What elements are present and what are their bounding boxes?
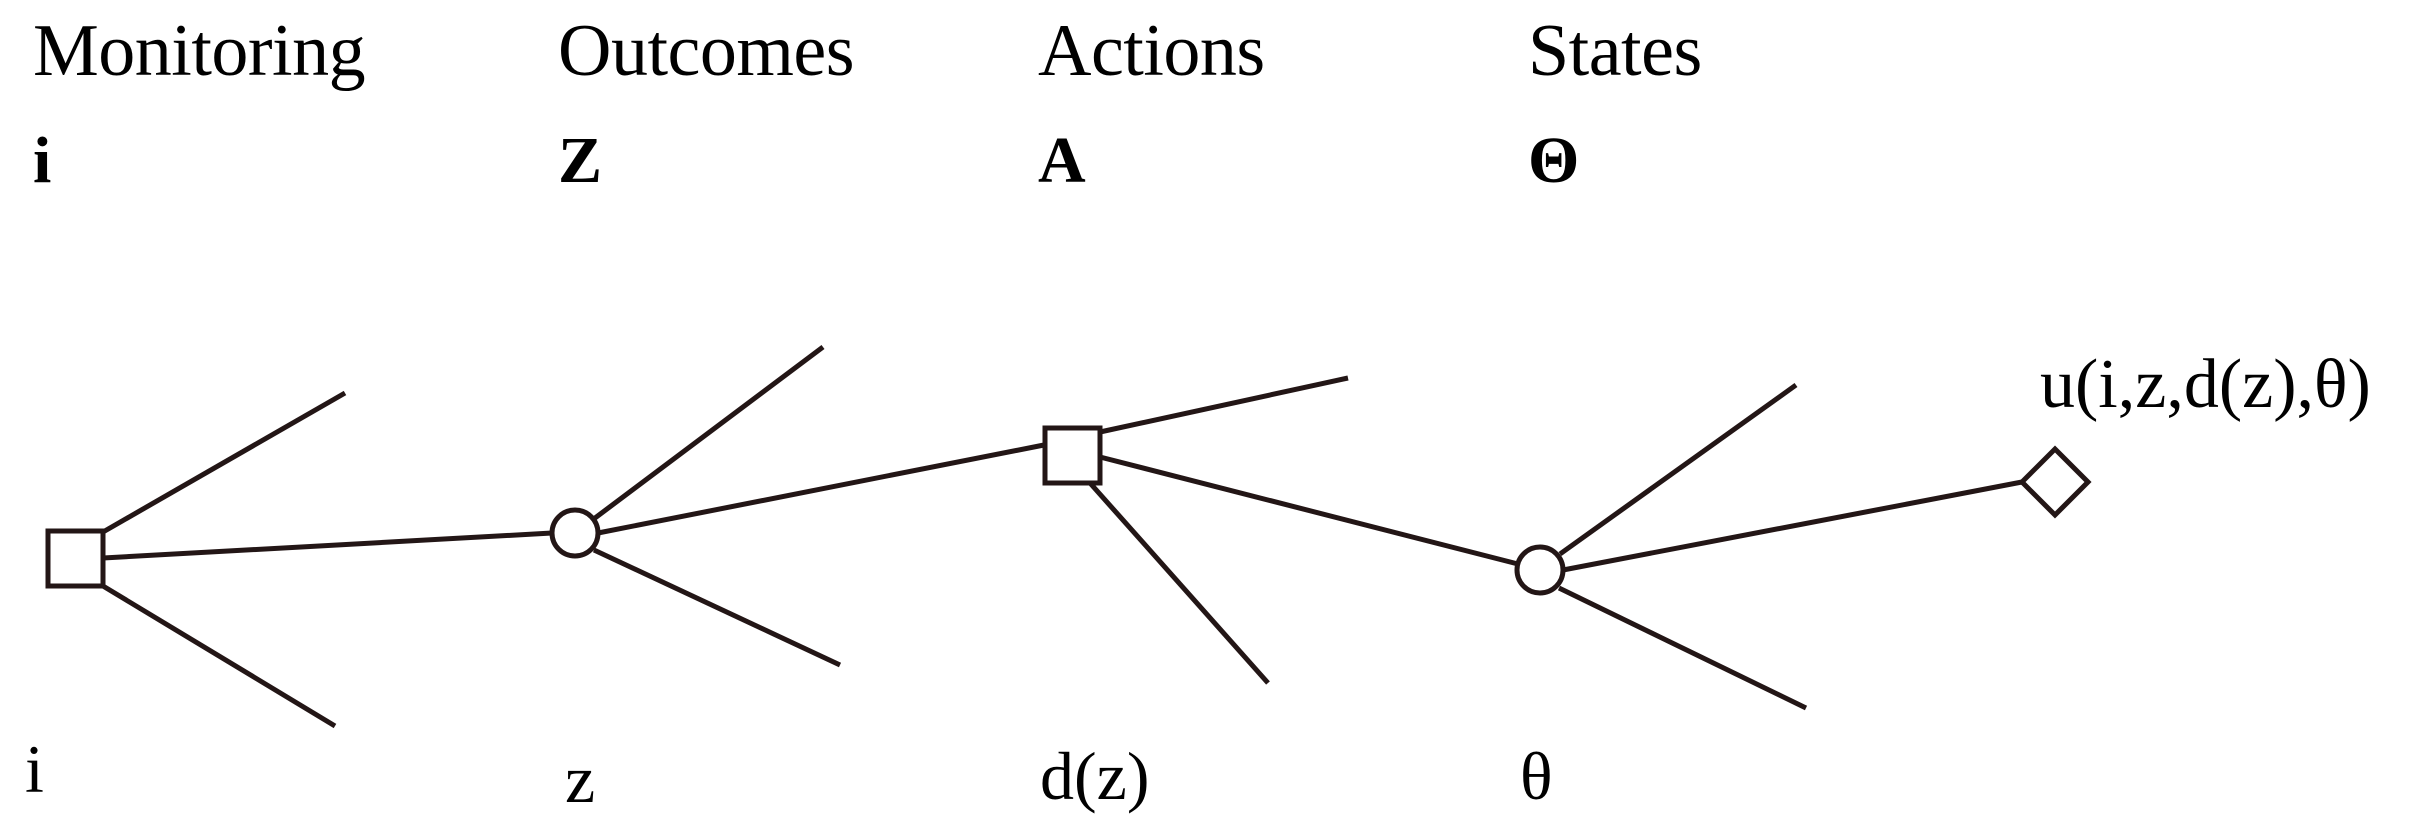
edge-outcome-to-action xyxy=(597,442,1045,536)
node-state-chance-circle[interactable] xyxy=(1514,544,1566,596)
node-utility-terminal-diamond[interactable] xyxy=(2018,445,2092,519)
node-outcome-chance-circle[interactable] xyxy=(549,507,601,559)
column-header-outcomes: Outcomes xyxy=(558,10,855,92)
edge-layer xyxy=(101,345,2023,729)
edge-action-lower xyxy=(1088,481,1270,685)
edge-monitoring-to-outcome xyxy=(102,530,553,561)
node-action-decision-square[interactable] xyxy=(1042,425,1103,486)
edge-monitoring-lower xyxy=(101,583,337,729)
node-monitoring-decision-square[interactable] xyxy=(45,528,106,589)
edge-outcome-upper xyxy=(593,345,825,520)
column-symbol-actions: A xyxy=(1038,124,1086,197)
edge-state-lower xyxy=(1557,585,1808,711)
column-header-monitoring: Monitoring xyxy=(33,10,366,92)
branch-label-action: d(z) xyxy=(1040,738,1150,814)
node-layer xyxy=(45,425,2092,596)
edge-action-to-state xyxy=(1099,454,1519,567)
edge-state-upper xyxy=(1558,382,1798,557)
column-symbol-outcomes: Z xyxy=(558,124,603,197)
branch-label-state: θ xyxy=(1520,738,1553,814)
branch-label-monitoring: i xyxy=(25,731,44,807)
column-symbol-monitoring: i xyxy=(33,124,52,197)
edge-action-upper xyxy=(1099,375,1349,435)
utility-function-label: u(i,z,d(z),θ) xyxy=(2040,346,2371,423)
edge-outcome-lower xyxy=(592,547,842,668)
column-header-actions: Actions xyxy=(1038,10,1265,92)
branch-label-outcome: z xyxy=(565,741,596,817)
edge-state-to-utility xyxy=(1562,479,2023,573)
edge-monitoring-upper xyxy=(101,390,347,535)
column-symbol-states: Θ xyxy=(1528,124,1580,197)
column-header-states: States xyxy=(1528,10,1702,92)
